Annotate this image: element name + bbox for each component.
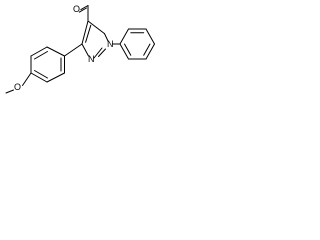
structure-canvas: O N N O <box>0 0 177 105</box>
aldehyde-group <box>78 5 89 22</box>
chemical-structure-drawing: O N N O <box>5 4 155 94</box>
aldehyde-oxygen-label: O <box>73 4 80 14</box>
methoxyphenyl-ring <box>30 43 83 83</box>
methoxy-group <box>5 72 32 94</box>
ring-nitrogen-label: N <box>88 54 95 64</box>
ring-nitrogen-label: N <box>107 39 114 49</box>
pyrazole-ring <box>81 20 109 59</box>
phenyl-ring <box>112 28 155 60</box>
methoxy-oxygen-label: O <box>14 82 21 92</box>
